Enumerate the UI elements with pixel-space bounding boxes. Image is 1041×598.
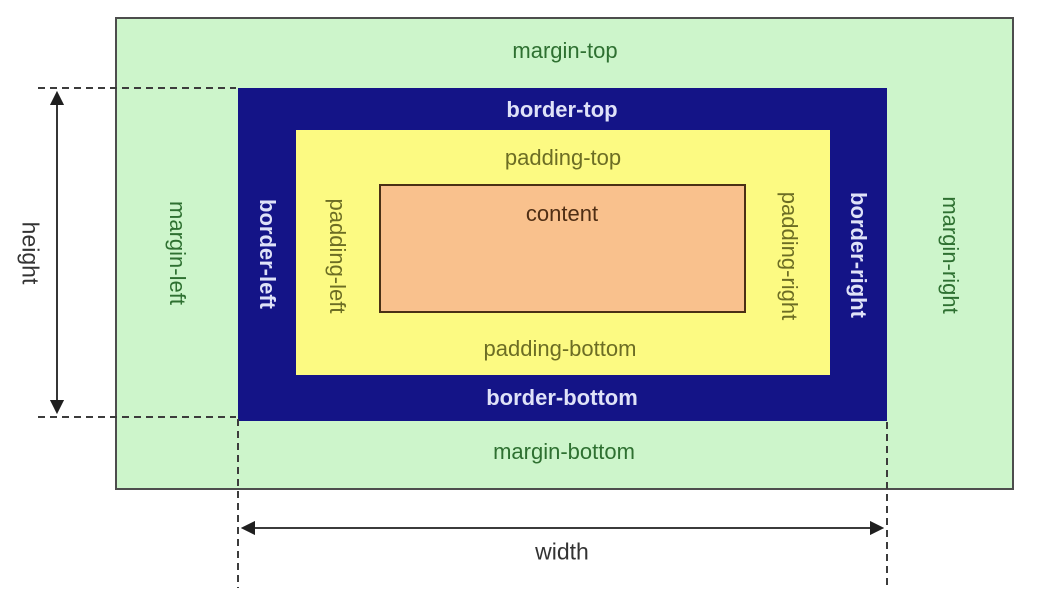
margin-right-label: margin-right: [938, 196, 963, 314]
padding-bottom-label: padding-bottom: [483, 336, 637, 361]
border-top-label: border-top: [506, 97, 618, 122]
margin-bottom-label: margin-bottom: [493, 439, 635, 464]
width-label: width: [535, 538, 589, 565]
height-label: height: [17, 221, 44, 285]
margin-left-label: margin-left: [165, 201, 190, 305]
content-label: content: [525, 201, 599, 226]
padding-top-label: padding-top: [504, 145, 622, 170]
border-right-label: border-right: [846, 192, 871, 318]
padding-right-label: padding-right: [777, 191, 802, 321]
content-box: [379, 184, 746, 313]
padding-left-label: padding-left: [325, 198, 350, 314]
border-left-label: border-left: [255, 199, 280, 309]
border-bottom-label: border-bottom: [486, 385, 638, 410]
margin-top-label: margin-top: [512, 38, 618, 63]
